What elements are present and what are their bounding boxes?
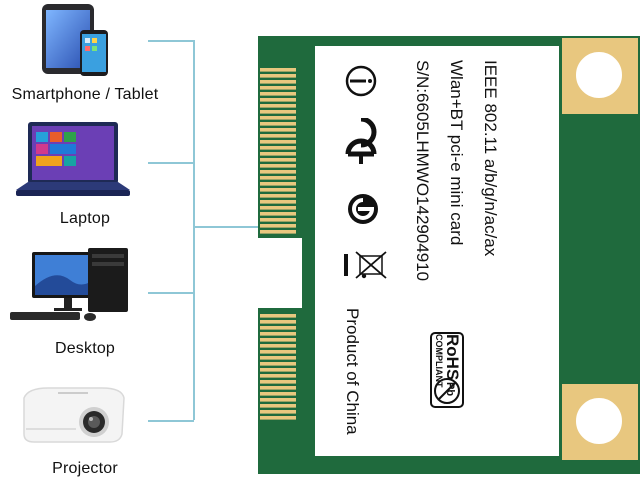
gold-finger bbox=[260, 182, 296, 186]
projector-icon bbox=[23, 387, 125, 443]
gold-finger bbox=[260, 410, 296, 414]
connector-branch-smartphone bbox=[148, 40, 194, 42]
gold-finger bbox=[260, 386, 296, 390]
gold-finger bbox=[260, 116, 296, 120]
gold-finger bbox=[260, 146, 296, 150]
gold-finger bbox=[260, 350, 296, 354]
device-laptop: Laptop bbox=[0, 118, 170, 238]
gold-finger bbox=[260, 194, 296, 198]
connector-branch-projector bbox=[148, 420, 194, 422]
connector-to-card bbox=[194, 226, 258, 228]
device-projector: Projector bbox=[0, 380, 170, 482]
label-standard: IEEE 802.11 a/b/g/n/ac/ax bbox=[481, 60, 500, 257]
gold-finger bbox=[260, 110, 296, 114]
edge-connector-lower bbox=[258, 312, 302, 420]
gold-finger bbox=[260, 68, 296, 72]
device-label: Laptop bbox=[59, 210, 111, 227]
rohs-badge bbox=[430, 332, 464, 408]
gold-finger bbox=[260, 176, 296, 180]
gold-finger bbox=[260, 80, 296, 84]
pb-free-text: Pb bbox=[444, 382, 456, 397]
mount-hole-bottom bbox=[570, 392, 628, 450]
device-smartphone-tablet: Smartphone / Tablet bbox=[0, 0, 170, 110]
gold-finger bbox=[260, 320, 296, 324]
gold-finger bbox=[260, 392, 296, 396]
desktop-icon bbox=[10, 248, 128, 321]
gold-finger bbox=[260, 338, 296, 342]
rohs-main-text: RoHS bbox=[443, 334, 462, 381]
card-label bbox=[315, 46, 559, 456]
mount-hole-top bbox=[570, 46, 628, 104]
gold-finger bbox=[260, 104, 296, 108]
gold-finger bbox=[260, 188, 296, 192]
device-label: Smartphone / Tablet bbox=[11, 86, 159, 103]
gold-finger bbox=[260, 86, 296, 90]
pb-free-icon bbox=[434, 378, 460, 404]
gold-finger bbox=[260, 218, 296, 222]
ce-mark-icon bbox=[345, 118, 377, 164]
smartphone-tablet-icon bbox=[42, 4, 108, 76]
device-desktop: Desktop bbox=[0, 244, 170, 364]
gold-finger bbox=[260, 230, 296, 234]
gold-finger bbox=[260, 134, 296, 138]
gold-finger bbox=[260, 158, 296, 162]
gold-finger bbox=[260, 152, 296, 156]
e-mark-icon bbox=[348, 194, 378, 224]
connector-vertical bbox=[193, 40, 195, 420]
gold-finger bbox=[260, 164, 296, 168]
device-label: Desktop bbox=[54, 340, 116, 357]
gold-finger bbox=[260, 332, 296, 336]
gold-finger bbox=[260, 362, 296, 366]
gold-finger bbox=[260, 212, 296, 216]
gold-finger bbox=[260, 404, 296, 408]
card-key-notch bbox=[258, 238, 302, 308]
gold-finger bbox=[260, 326, 296, 330]
gold-finger bbox=[260, 356, 296, 360]
gold-finger bbox=[260, 314, 296, 318]
gold-finger bbox=[260, 344, 296, 348]
gold-finger bbox=[260, 398, 296, 402]
gold-finger bbox=[260, 122, 296, 126]
edge-connector-upper bbox=[258, 66, 302, 234]
gold-finger bbox=[260, 224, 296, 228]
weee-bin-icon bbox=[344, 251, 387, 279]
gold-finger bbox=[260, 374, 296, 378]
gold-finger bbox=[260, 98, 296, 102]
connector-branch-laptop bbox=[148, 162, 194, 164]
gold-finger bbox=[260, 368, 296, 372]
gold-finger bbox=[260, 140, 296, 144]
gold-finger bbox=[260, 206, 296, 210]
gold-finger bbox=[260, 74, 296, 78]
caution-icon bbox=[345, 65, 377, 97]
gold-finger bbox=[260, 170, 296, 174]
connector-branch-desktop bbox=[148, 292, 194, 294]
laptop-icon bbox=[16, 122, 130, 196]
gold-finger bbox=[260, 200, 296, 204]
device-label: Projector bbox=[52, 460, 118, 477]
label-origin: Product of China bbox=[343, 308, 362, 435]
label-description: Wlan+BT pci-e mini card bbox=[447, 60, 466, 246]
gold-finger bbox=[260, 380, 296, 384]
label-serial: S/N:6605LHMWO142904910 bbox=[413, 60, 432, 282]
gold-finger bbox=[260, 416, 296, 420]
gold-finger bbox=[260, 128, 296, 132]
gold-finger bbox=[260, 92, 296, 96]
